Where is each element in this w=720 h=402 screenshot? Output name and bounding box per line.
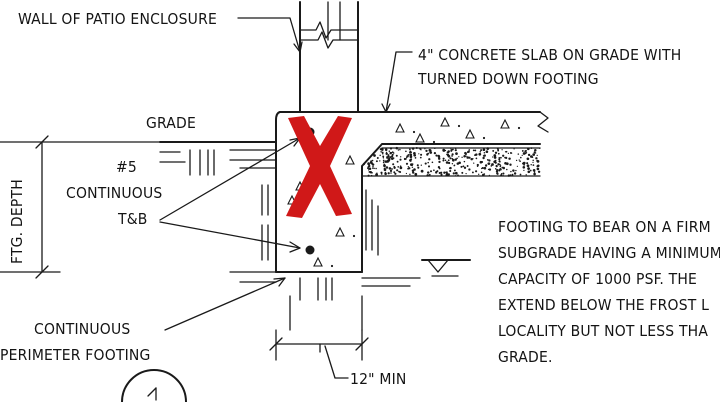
water-table-symbol [421, 259, 471, 277]
soil-hatch-right [361, 189, 421, 287]
detail-bubble [121, 369, 187, 402]
soil-hatch-left [0, 141, 277, 283]
wall-label: WALL OF PATIO ENCLOSURE [18, 10, 217, 28]
rebar-bottom [305, 245, 315, 255]
grade-label: GRADE [146, 114, 196, 132]
gravel-base [367, 146, 541, 177]
rebar-continuous-label: CONTINUOUS [66, 184, 162, 202]
rebar-tb-label: T&B [117, 210, 148, 228]
rebar-size-label: #5 [116, 158, 137, 176]
note-line-6: GRADE. [498, 348, 553, 366]
note-line-1: FOOTING TO BEAR ON A FIRM [498, 218, 711, 236]
patio-wall [299, 1, 359, 113]
note-line-2: SUBGRADE HAVING A MINIMUM [498, 244, 720, 262]
red-x-mark [286, 116, 352, 218]
slab-label-line1: 4" CONCRETE SLAB ON GRADE WITH [418, 46, 681, 64]
width-min-label: 12" MIN [350, 370, 407, 388]
leader-lines [159, 17, 413, 379]
subgrade-hatch [289, 277, 363, 331]
ftg-depth-label: FTG. DEPTH [8, 179, 26, 264]
note-line-5: LOCALITY BUT NOT LESS THA [498, 322, 708, 340]
slab-label-line2: TURNED DOWN FOOTING [417, 70, 599, 88]
note-line-4: EXTEND BELOW THE FROST L [498, 296, 709, 314]
footing-perimeter-label: PERIMETER FOOTING [0, 346, 151, 364]
concrete-aggregate [287, 116, 521, 268]
slab-footing-section [275, 111, 549, 273]
footing-continuous-label: CONTINUOUS [34, 320, 130, 338]
note-line-3: CAPACITY OF 1000 PSF. THE [498, 270, 697, 288]
width-dimension [269, 329, 369, 361]
depth-dimension [35, 135, 49, 279]
